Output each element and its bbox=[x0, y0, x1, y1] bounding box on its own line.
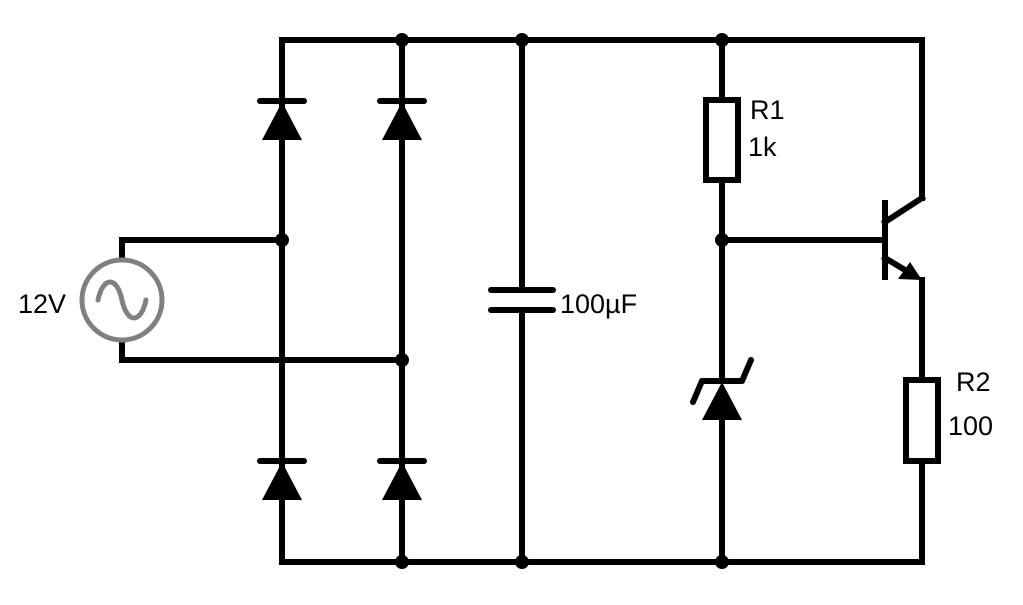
junction-dots bbox=[275, 33, 729, 569]
resistor-r1 bbox=[703, 97, 741, 183]
resistor-r2 bbox=[903, 377, 941, 464]
ac-sine-source-icon bbox=[79, 257, 165, 343]
source-top-wire bbox=[119, 237, 285, 265]
r1-value-label: 1k bbox=[748, 132, 777, 162]
diode-d2 bbox=[377, 98, 427, 140]
zener-diode bbox=[690, 357, 754, 420]
r2-value-label: 100 bbox=[948, 411, 994, 441]
diode-d4 bbox=[377, 458, 427, 500]
npn-transistor bbox=[880, 193, 927, 280]
diode-d3 bbox=[257, 458, 307, 500]
capacitor-c1 bbox=[488, 37, 556, 565]
r2-name-label: R2 bbox=[956, 367, 991, 397]
source-voltage-label: 12V bbox=[18, 289, 67, 319]
capacitor-label: 100µF bbox=[560, 289, 638, 319]
r1-name-label: R1 bbox=[750, 95, 785, 125]
diode-d1 bbox=[257, 98, 307, 140]
source-bottom-wire bbox=[119, 335, 405, 363]
